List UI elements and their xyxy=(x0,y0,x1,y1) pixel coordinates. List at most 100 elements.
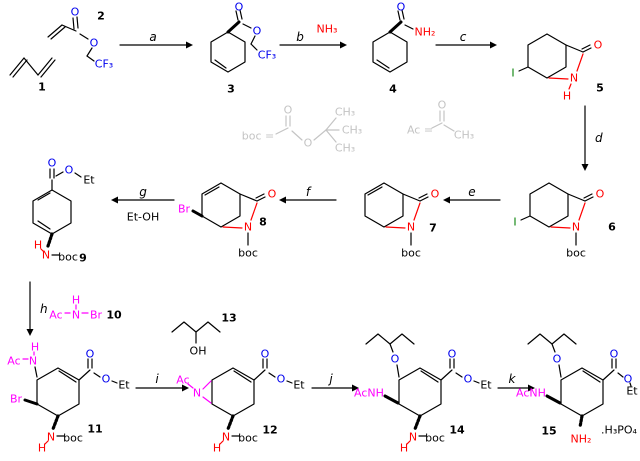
carbonyl-o-label: O xyxy=(235,1,244,14)
ac-label: Ac xyxy=(176,374,189,387)
ester-o-label: O xyxy=(624,373,633,386)
ester-o-label: O xyxy=(65,164,74,177)
arrow-b: b NH₃ xyxy=(279,23,347,49)
br-label: Br xyxy=(90,309,103,322)
carbonyl-o-label: O xyxy=(261,348,270,361)
ethyl-label: Et xyxy=(118,379,130,392)
ester-o-label: O xyxy=(102,373,111,386)
ethyl-label: Et xyxy=(480,379,492,392)
lactam-o-label: O xyxy=(594,39,603,52)
boc-ester-o: O xyxy=(304,137,313,150)
arrow-h: h xyxy=(26,281,48,336)
carbonyl-o-label: O xyxy=(397,1,406,14)
nh-h-label: H xyxy=(34,239,42,252)
compound-number: 14 xyxy=(449,424,465,437)
arrow-label-d: d xyxy=(595,131,603,145)
cf3-label: CF₃ xyxy=(258,49,276,62)
arrow-i: i xyxy=(135,372,189,392)
ester-o-label: O xyxy=(277,373,286,386)
compound-number: 8 xyxy=(259,216,267,229)
iodine-label: I xyxy=(513,216,516,229)
boc-label: boc xyxy=(58,251,78,264)
compound-number: 6 xyxy=(608,221,616,234)
amide-n-label: N xyxy=(29,355,37,368)
compound-number: 15 xyxy=(541,425,556,438)
arrow-label-a: a xyxy=(149,30,156,44)
compound-10-acnhbr: Ac N H Br 10 xyxy=(49,294,122,322)
lactam-n-label: N xyxy=(570,72,578,85)
oh-label: OH xyxy=(190,345,207,358)
bromine-label: Br xyxy=(178,203,191,216)
arrow-g: g Et-OH xyxy=(111,185,175,224)
compound-number: 5 xyxy=(596,82,604,95)
boc-carbonyl-o: O xyxy=(284,104,293,117)
ethyl-label: Et xyxy=(293,379,305,392)
carbonyl-o-label: O xyxy=(610,348,619,361)
arrow-e: e xyxy=(443,185,501,204)
carbonyl-o-label: O xyxy=(48,157,57,170)
lactam-n-label: N xyxy=(407,221,415,234)
ester-o-label: O xyxy=(253,25,262,38)
nh-h-label: H xyxy=(563,90,571,103)
amine-h-label: H xyxy=(213,442,221,455)
carbonyl-o-label: O xyxy=(86,348,95,361)
arrow-label-i: i xyxy=(155,372,159,386)
lactam-n-label: N xyxy=(244,221,252,234)
arrow-label-k: k xyxy=(509,372,517,386)
n-label: N xyxy=(72,309,80,322)
reagent-nh3: NH₃ xyxy=(317,23,338,36)
amine-n-label: N xyxy=(409,431,417,444)
arrow-k: k xyxy=(497,372,535,392)
boc-label: boc xyxy=(238,432,258,445)
ac-equals-label: Ac = xyxy=(407,124,433,137)
legend-boc: boc = O O CH₃ CH₃ CH₃ xyxy=(242,104,362,155)
compound-8-bromo-lactam-boc: O N boc Br 8 xyxy=(178,182,277,260)
ac-label: Ac xyxy=(49,309,62,322)
compound-number: 10 xyxy=(106,309,122,322)
arrow-label-g: g xyxy=(139,185,147,199)
aziridine-n-label: N xyxy=(193,387,201,400)
arrow-label-j: j xyxy=(327,372,333,386)
compound-number: 11 xyxy=(87,423,102,436)
compound-15-oseltamivir-phosphate: O O O Et AcNH NH₂ 15 .H₃PO₄ xyxy=(516,333,638,446)
compound-2-acrylate-ester: O O CF₃ 2 xyxy=(47,6,113,71)
arrow-label-c: c xyxy=(460,30,467,44)
arrow-f: f xyxy=(279,185,337,204)
compound-number: 3 xyxy=(227,83,235,96)
amine-n-label: N xyxy=(222,431,230,444)
compound-11-bromo-acetamido-ester: O O Et Ac N H Br N H boc 11 xyxy=(7,341,130,455)
iodine-label: I xyxy=(511,67,514,80)
carbonyl-o-label: O xyxy=(448,348,457,361)
amine-h-label: H xyxy=(400,442,408,455)
amine-n-label: N xyxy=(42,249,50,262)
compound-4-carboxamide: O NH₂ 4 xyxy=(372,1,436,96)
nh2-label: NH₂ xyxy=(571,433,592,446)
ac-carbonyl-o: O xyxy=(438,99,447,112)
arrow-c: c xyxy=(435,30,497,49)
nh2-label: NH₂ xyxy=(415,26,436,39)
ac-ch3: CH₃ xyxy=(454,129,474,142)
compound-number: 12 xyxy=(262,424,277,437)
reagent-etoh: Et-OH xyxy=(127,211,159,224)
arrow-label-h: h xyxy=(40,302,48,316)
boc-equals-label: boc = xyxy=(242,130,274,143)
compound-5-iodolactam: O N H I 5 xyxy=(511,33,604,103)
compound-13-pentanol: OH 13 xyxy=(171,312,237,358)
boc-ch3-top: CH₃ xyxy=(335,106,355,119)
boc-ch3-right: CH₃ xyxy=(342,124,362,137)
arrow-label-e: e xyxy=(468,185,475,199)
amine-h-label: H xyxy=(38,442,46,455)
lactam-n-label: N xyxy=(572,221,580,234)
boc-label: boc xyxy=(238,247,258,260)
ac-label: Ac xyxy=(7,355,20,368)
compound-number: 4 xyxy=(389,83,397,96)
compound-6-iodolactam-boc: O N boc I 6 xyxy=(513,182,616,260)
compound-14-ether-acetamido-boc: O O O Et AcNH N H boc 14 xyxy=(354,333,492,455)
compound-number: 1 xyxy=(38,81,46,94)
boc-ch3-bottom: CH₃ xyxy=(335,142,355,155)
lactam-o-label: O xyxy=(596,188,605,201)
lactam-o-label: O xyxy=(431,188,440,201)
compound-12-aziridine-ester: O O Et N Ac N H boc 12 xyxy=(176,348,305,455)
